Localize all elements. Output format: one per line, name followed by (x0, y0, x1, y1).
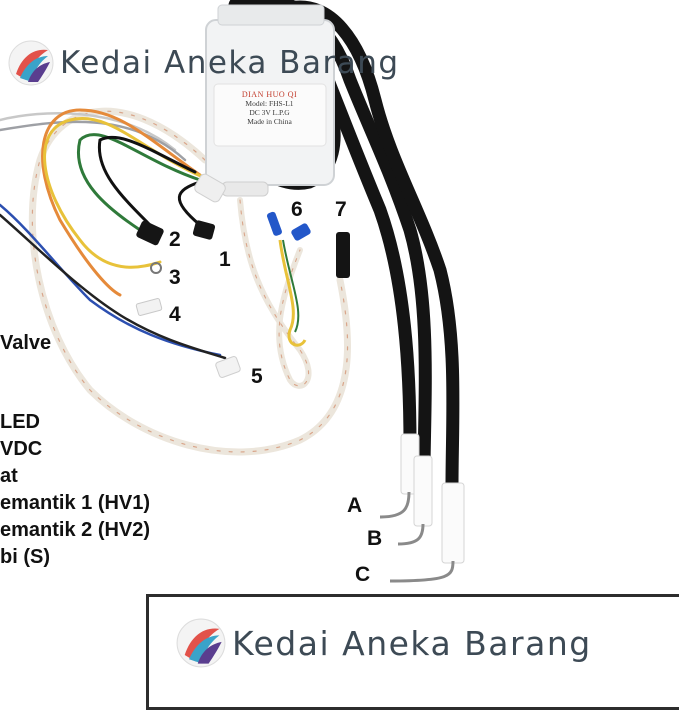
device-brand: DIAN HUO QI (241, 90, 298, 99)
connector-number-7: 7 (335, 198, 347, 221)
ignition-module (194, 4, 335, 203)
product-photo (0, 0, 465, 583)
kab-logo-icon (176, 618, 226, 668)
signal-wires (0, 108, 227, 360)
connector-number-4: 4 (169, 303, 181, 326)
legend-s: bi (S) (0, 546, 50, 568)
connector-number-2: 2 (169, 228, 181, 251)
connectors (135, 211, 350, 378)
legend-led: LED (0, 411, 40, 433)
device-spec: DC 3V L.P.G (249, 108, 290, 117)
watermark-top: Kedai Aneka Barang (8, 40, 400, 86)
legend-valve: Valve (0, 332, 52, 354)
watermark-top-text: Kedai Aneka Barang (60, 45, 400, 81)
electrode-letter-b: B (367, 527, 383, 550)
electrode-letter-c: C (355, 563, 371, 586)
electrode-letter-a: A (347, 494, 363, 517)
device-model: Model: FHS-L1 (245, 99, 294, 108)
electrodes (379, 433, 465, 583)
device-origin: Made in China (247, 117, 292, 126)
legend-at: at (0, 465, 18, 487)
device-label: DIAN HUO QI Model: FHS-L1 DC 3V L.P.G Ma… (222, 90, 317, 140)
kab-logo-icon (8, 40, 54, 86)
connector-number-1: 1 (219, 248, 231, 271)
legend-vdc: VDC (0, 438, 43, 460)
legend-hv1: emantik 1 (HV1) (0, 492, 151, 514)
connector-number-6: 6 (291, 198, 303, 221)
legend-hv2: emantik 2 (HV2) (0, 519, 151, 541)
watermark-bottom-text: Kedai Aneka Barang (232, 623, 592, 663)
watermark-bottom: Kedai Aneka Barang (176, 618, 592, 668)
connector-number-5: 5 (251, 365, 263, 388)
connector-number-3: 3 (169, 266, 181, 289)
